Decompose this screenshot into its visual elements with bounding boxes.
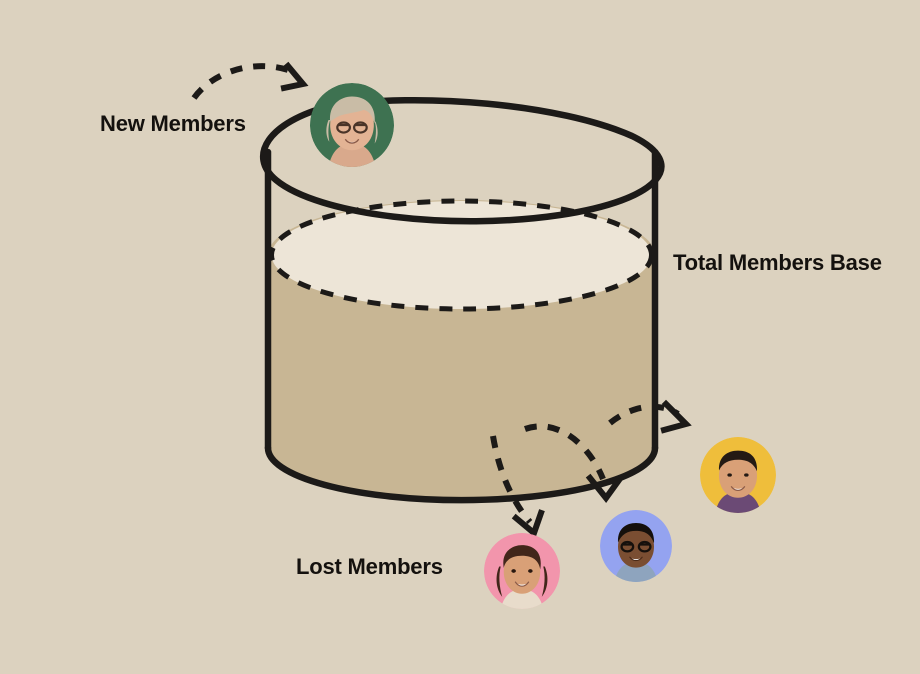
cylinder-liquid-surface [271, 201, 652, 309]
cylinder-group [260, 96, 665, 504]
cylinder-bottom-arc [264, 444, 659, 504]
cylinder-fill-level-line [269, 198, 654, 312]
cylinder-top-rim [260, 96, 665, 225]
avatar-lost-yellow [700, 437, 776, 513]
lost-members-outflow-arrow-left [490, 435, 545, 539]
avatar-new-member [310, 83, 394, 167]
lost-members-outflow-arrow-right [608, 399, 692, 434]
avatar-lost-pink-art [484, 533, 560, 609]
label-lost-members: Lost Members [296, 554, 443, 579]
label-total-members-base: Total Members Base [673, 250, 882, 275]
label-new-members: New Members [100, 111, 246, 136]
avatar-lost-yellow-art [700, 437, 776, 513]
avatar-lost-blue-art [600, 510, 672, 582]
avatar-lost-pink [484, 533, 560, 609]
new-members-inflow-arrow [191, 61, 309, 100]
avatar-lost-blue [600, 510, 672, 582]
lost-members-outflow-arrow-center [523, 423, 624, 503]
avatar-new-member-art [310, 83, 394, 167]
